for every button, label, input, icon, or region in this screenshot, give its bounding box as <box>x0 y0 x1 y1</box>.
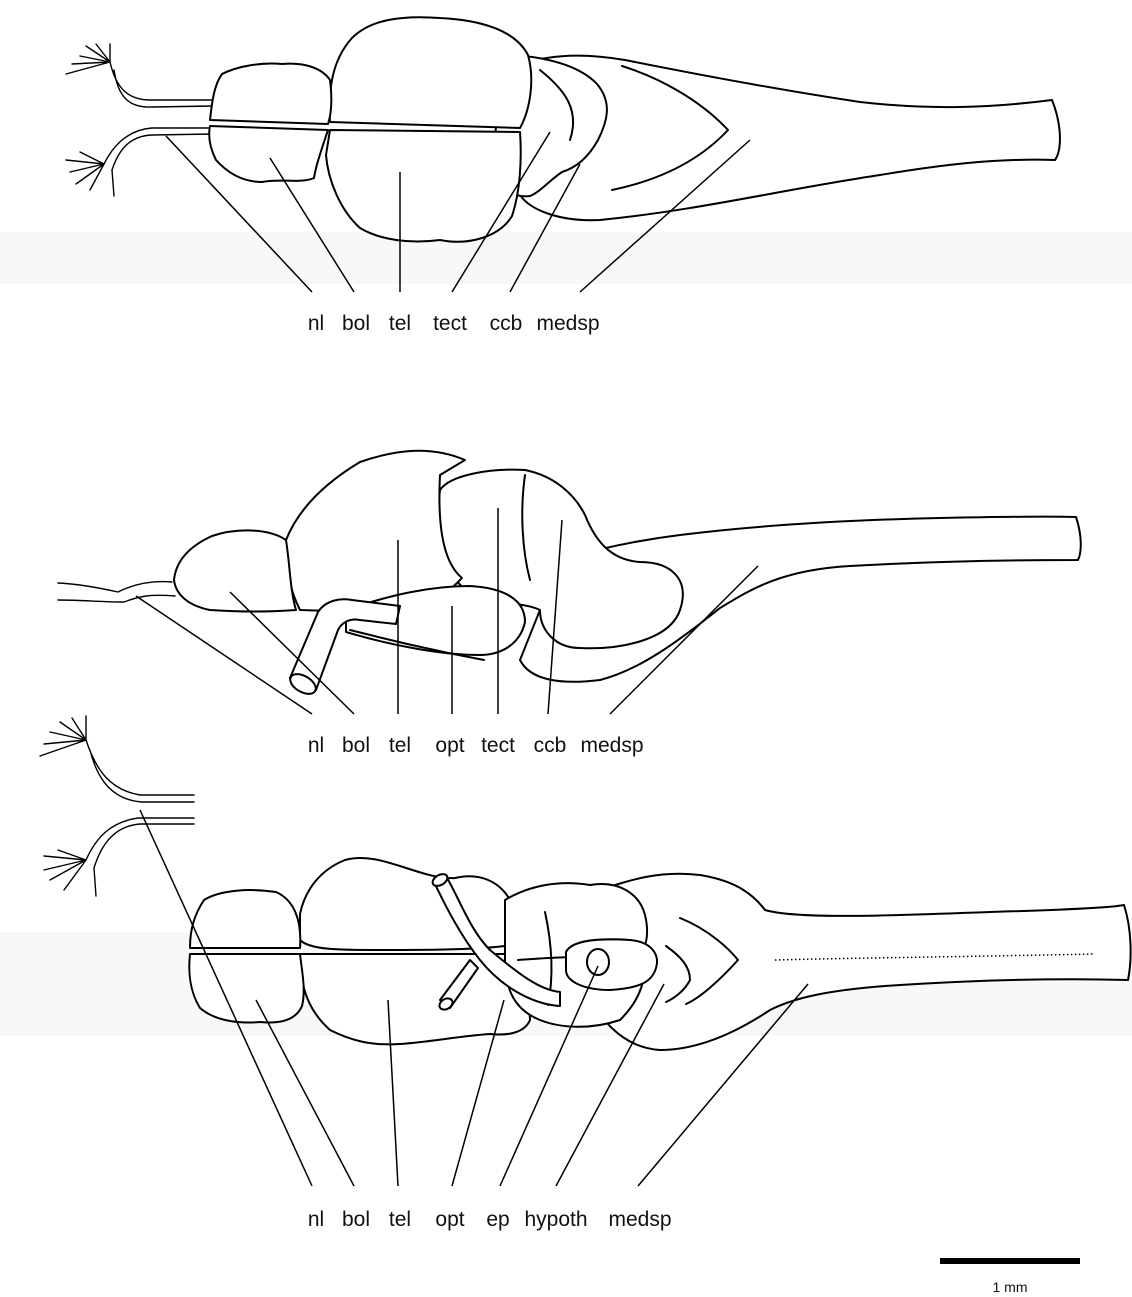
label-medsp: medsp <box>608 1208 671 1231</box>
label-medsp: medsp <box>536 312 599 335</box>
label-tel: tel <box>389 1208 411 1231</box>
pituitary-outline <box>566 939 657 990</box>
olfactory-bulb <box>174 530 296 611</box>
olfactory-nerve <box>66 44 213 196</box>
scale-bar-line <box>940 1258 1080 1264</box>
panel-lateral: nl bol tel opt tect ccb medsp <box>58 451 1081 757</box>
olfactory-bulb-lower <box>209 126 328 182</box>
olfactory-bulb-upper <box>190 890 300 948</box>
medulla-spinal-cord <box>600 874 1131 1050</box>
label-ep: ep <box>486 1208 509 1231</box>
label-bol: bol <box>342 734 370 757</box>
label-opt: opt <box>435 1208 464 1231</box>
olfactory-bulb-upper <box>210 63 331 124</box>
label-tel: tel <box>389 734 411 757</box>
olfactory-bulb-lower <box>189 954 303 1022</box>
scale-bar: 1 mm <box>940 1258 1080 1295</box>
epiphysis <box>587 949 609 975</box>
panel-dorsal: nl bol tel tect ccb medsp <box>66 17 1060 335</box>
label-ccb: ccb <box>534 734 567 757</box>
olfactory-nerve <box>40 716 194 896</box>
telencephalon-lower <box>326 130 521 242</box>
panel-ventral: nl bol tel opt ep hypoth medsp <box>40 716 1131 1231</box>
olfactory-nerve <box>58 582 175 602</box>
telencephalon-upper <box>330 17 532 128</box>
label-nl: nl <box>308 1208 324 1231</box>
label-tect: tect <box>481 734 515 757</box>
label-bol: bol <box>342 312 370 335</box>
label-bol: bol <box>342 1208 370 1231</box>
label-nl: nl <box>308 312 324 335</box>
medulla-spinal-cord <box>520 56 1060 221</box>
label-tect: tect <box>433 312 467 335</box>
label-medsp: medsp <box>580 734 643 757</box>
scale-bar-label: 1 mm <box>993 1279 1028 1295</box>
label-hypoth: hypoth <box>524 1208 587 1231</box>
label-opt: opt <box>435 734 464 757</box>
label-nl: nl <box>308 734 324 757</box>
label-tel: tel <box>389 312 411 335</box>
label-ccb: ccb <box>490 312 523 335</box>
